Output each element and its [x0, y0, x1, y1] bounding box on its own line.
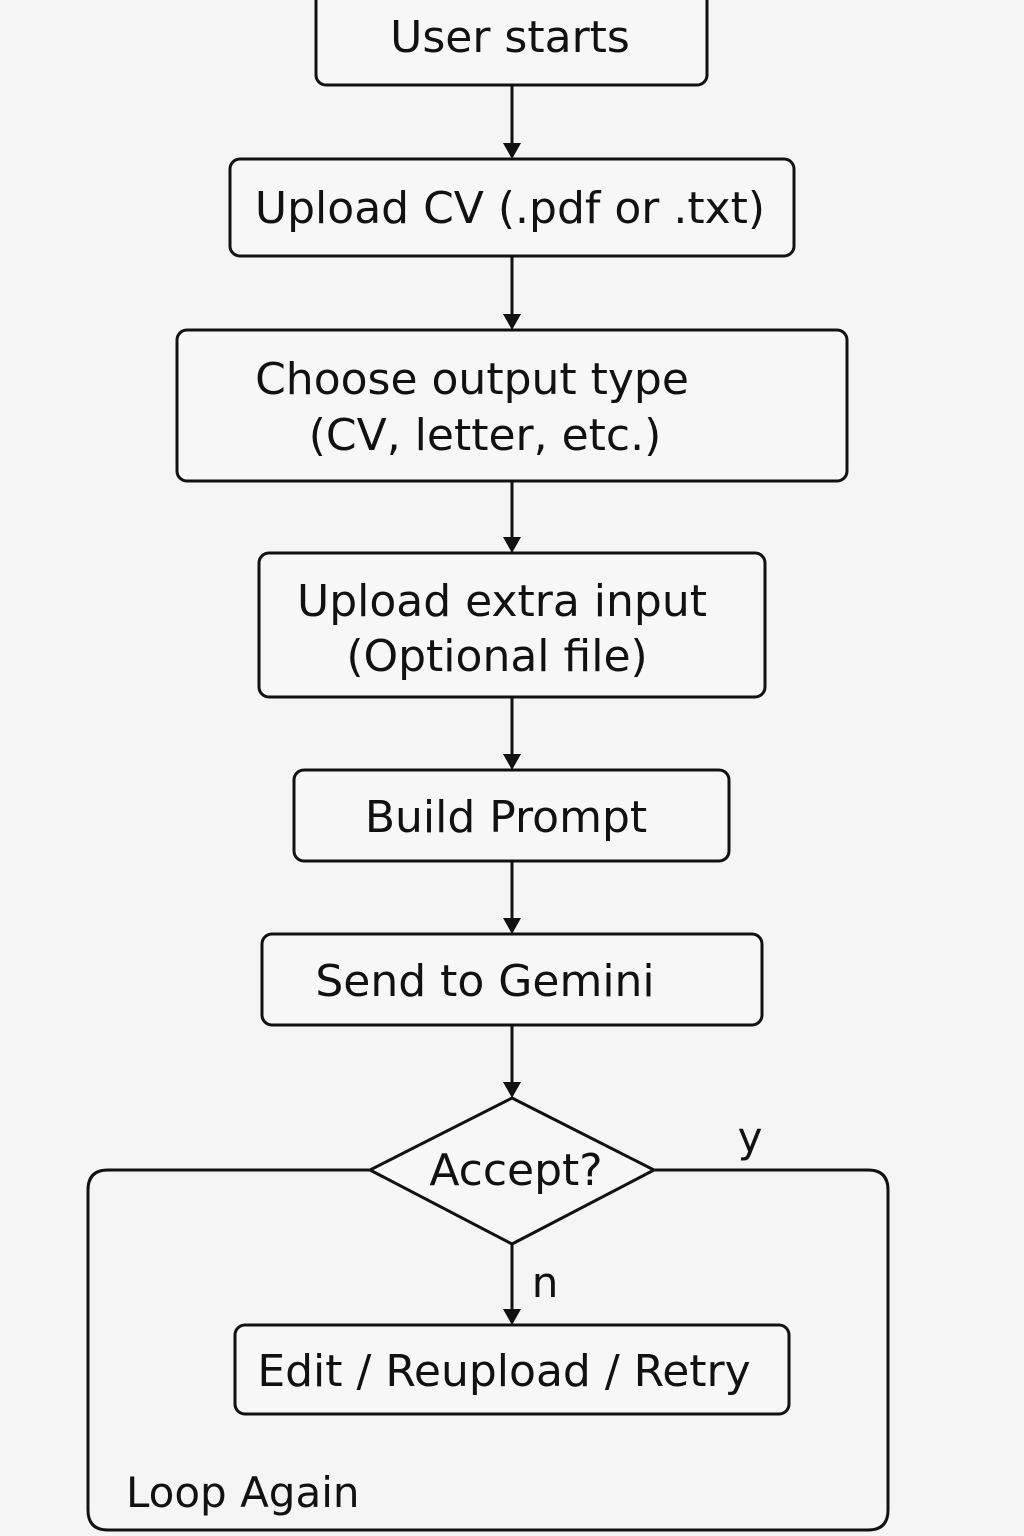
node-upload-cv-label: Upload CV (.pdf or .txt): [255, 183, 765, 234]
edge-label-no: n: [532, 1258, 559, 1307]
node-upload-cv: Upload CV (.pdf or .txt): [228, 157, 796, 258]
loop-frame: [86, 1168, 890, 1532]
node-upload-extra-input: Upload extra input (Optional file): [257, 551, 767, 699]
node-user-starts: User starts: [314, 0, 709, 87]
connector-start-to-upload: [503, 85, 521, 159]
node-choose-output-type-line2: (CV, letter, etc.): [309, 410, 662, 461]
node-build-prompt: Build Prompt: [292, 768, 731, 863]
node-choose-output-type-line1: Choose output type: [255, 354, 689, 405]
node-accept-decision: Accept?: [366, 1096, 658, 1246]
connector-build-to-send: [503, 861, 521, 934]
connector-choose-to-extra: [503, 481, 521, 553]
node-accept-decision-label: Accept?: [429, 1145, 602, 1196]
node-choose-output-type: Choose output type (CV, letter, etc.): [175, 328, 849, 483]
connector-decision-to-edit: [503, 1244, 521, 1325]
node-send-to-gemini: Send to Gemini: [260, 932, 764, 1027]
loop-again-label: Loop Again: [126, 1468, 359, 1517]
edge-label-yes: y: [738, 1113, 763, 1162]
node-upload-extra-input-line2: (Optional file): [346, 631, 647, 682]
node-user-starts-label: User starts: [390, 12, 630, 63]
connector-send-to-decision: [503, 1025, 521, 1098]
node-send-to-gemini-label: Send to Gemini: [315, 956, 654, 1007]
node-upload-extra-input-line1: Upload extra input: [297, 576, 707, 627]
connector-extra-to-build: [503, 697, 521, 770]
node-edit-reupload-retry: Edit / Reupload / Retry: [233, 1323, 791, 1416]
connector-upload-to-choose: [503, 256, 521, 330]
node-edit-reupload-retry-label: Edit / Reupload / Retry: [257, 1346, 750, 1397]
node-build-prompt-label: Build Prompt: [365, 792, 647, 843]
